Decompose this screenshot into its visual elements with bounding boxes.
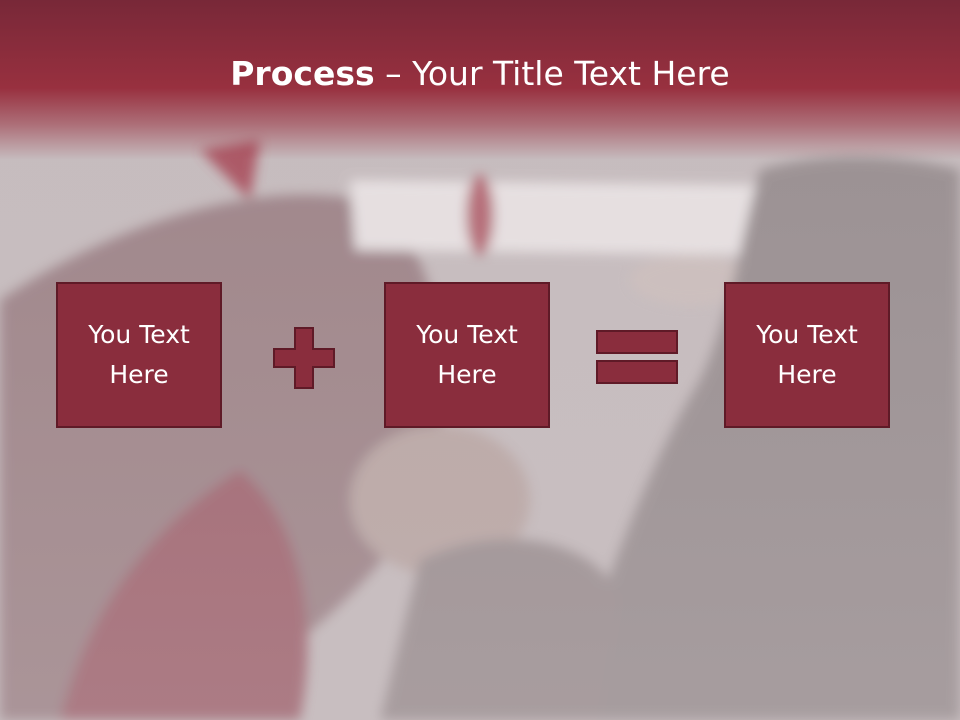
process-box-1[interactable]: You Text Here [56, 282, 222, 428]
plus-icon [273, 327, 335, 389]
title-band [0, 0, 960, 160]
process-box-1-label: You Text Here [88, 320, 190, 389]
process-box-2[interactable]: You Text Here [384, 282, 550, 428]
title-rest-part: – Your Title Text Here [374, 54, 730, 93]
slide-title: Process – Your Title Text Here [0, 52, 960, 96]
process-box-2-label: You Text Here [416, 320, 518, 389]
title-bold-part: Process [230, 54, 375, 93]
process-box-3[interactable]: You Text Here [724, 282, 890, 428]
equals-icon [596, 330, 678, 384]
process-box-3-label: You Text Here [756, 320, 858, 389]
